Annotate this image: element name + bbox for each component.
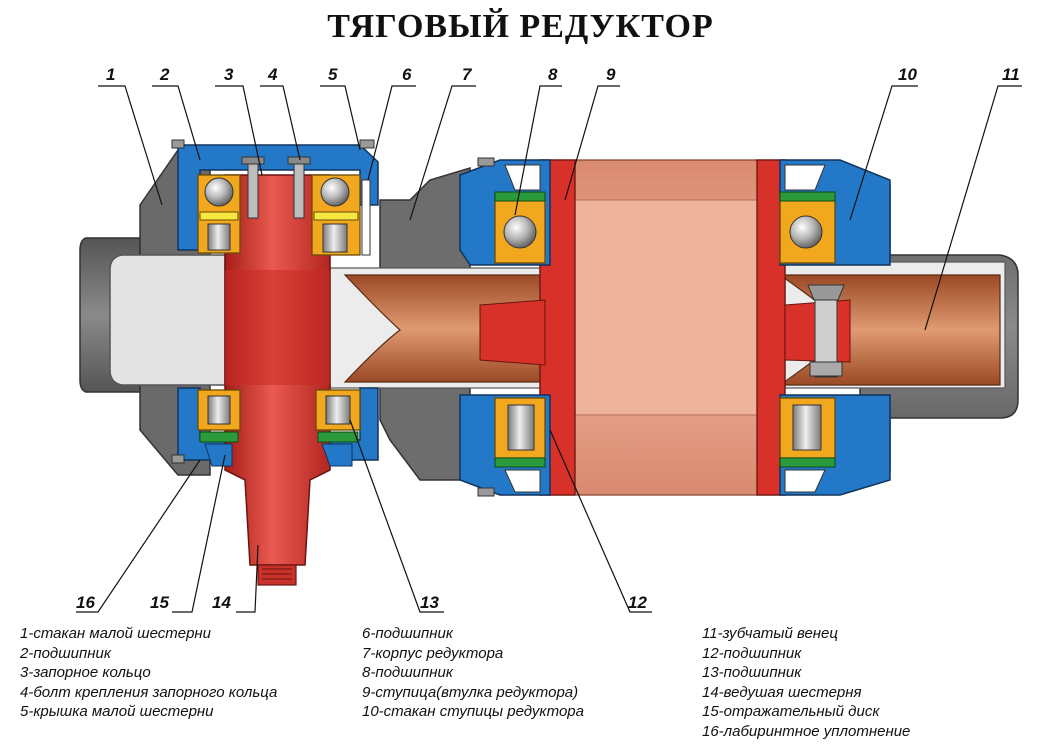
callout-12: 12 <box>628 593 647 612</box>
legend-item: 3-запорное кольцо <box>20 664 151 681</box>
legend-item: 5-крышка малой шестерни <box>20 703 214 720</box>
callout-numbers: 1 2 3 4 5 6 7 8 9 10 11 12 13 14 15 16 <box>76 65 1020 612</box>
ring-gear-bolt <box>807 284 845 378</box>
callout-11: 11 <box>1002 65 1020 84</box>
legend-item: 11-зубчатый венец <box>702 625 838 642</box>
legend-column-2: 6-подшипник 7-корпус редуктора 8-подшипн… <box>362 624 584 722</box>
drive-pinion-shaft <box>224 174 331 586</box>
diagram-title: ТЯГОВЫЙ РЕДУКТОР <box>327 8 714 45</box>
legend-item: 14-ведушая шестерня <box>702 683 862 701</box>
legend-column-1: 1-стакан малой шестерни 2-подшипник 3-за… <box>20 624 277 722</box>
callout-16: 16 <box>76 593 95 612</box>
lock-ring-bolts <box>241 156 311 219</box>
leader-lines <box>76 85 1022 613</box>
callout-7: 7 <box>462 65 473 84</box>
pinion-bearing-6 <box>311 174 371 256</box>
hub-bearing-12 <box>494 397 546 493</box>
callout-14: 14 <box>212 593 231 612</box>
pinion-bearing-13 <box>315 389 361 467</box>
legend-item: 9-ступица(втулка редуктора) <box>362 683 579 701</box>
callout-1: 1 <box>106 65 115 84</box>
hub-bearing-right-bottom <box>779 397 836 493</box>
callout-15: 15 <box>150 593 169 612</box>
callout-3: 3 <box>224 65 234 84</box>
legend-item: 2-подшипник <box>20 644 111 662</box>
callout-2: 2 <box>159 65 170 84</box>
legend-item: 13-подшипник <box>702 664 802 681</box>
legend-item: 6-подшипник <box>362 625 453 642</box>
legend-item: 1-стакан малой шестерни <box>20 625 212 642</box>
callout-13: 13 <box>420 593 439 612</box>
pinion-bearing-2 <box>197 174 241 254</box>
callout-6: 6 <box>402 65 412 84</box>
legend-item: 15-отражательный диск <box>702 703 880 720</box>
callout-10: 10 <box>898 65 917 84</box>
legend-item: 8-подшипник <box>362 664 453 681</box>
hub-bearing-right-top <box>779 164 836 264</box>
legend-item: 7-корпус редуктора <box>362 644 504 662</box>
pinion-bearing-lower-left <box>197 389 241 467</box>
legend-item: 16-лабиринтное уплотнение <box>702 722 911 740</box>
legend-item: 10-стакан ступицы редуктора <box>362 703 584 720</box>
hub-sleeve <box>479 159 851 496</box>
callout-9: 9 <box>606 65 616 84</box>
callout-4: 4 <box>267 65 278 84</box>
legend-column-3: 11-зубчатый венец 12-подшипник 13-подшип… <box>702 624 910 741</box>
legend-item: 4-болт крепления запорного кольца <box>20 683 278 701</box>
callout-5: 5 <box>328 65 338 84</box>
legend-item: 12-подшипник <box>702 644 802 662</box>
callout-8: 8 <box>548 65 558 84</box>
